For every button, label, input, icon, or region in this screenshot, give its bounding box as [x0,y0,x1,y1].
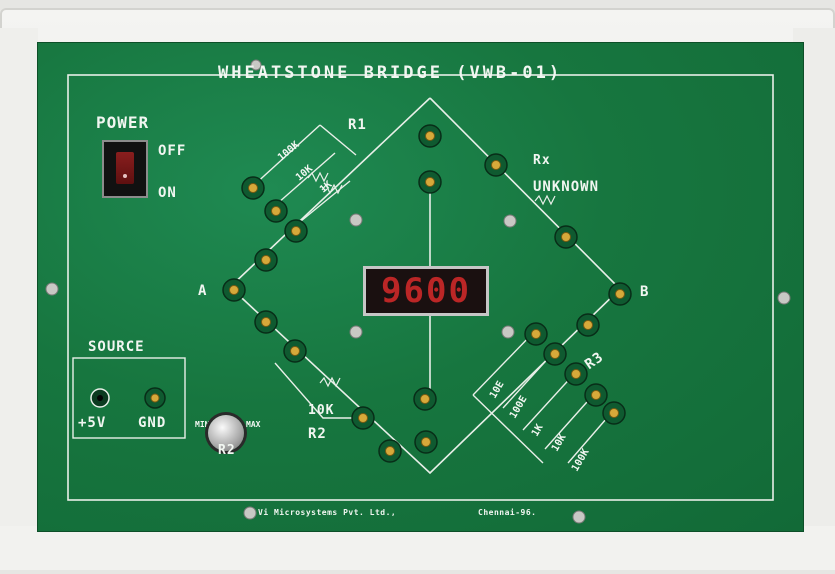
power-off-label: OFF [158,143,187,159]
power-switch[interactable] [102,140,148,198]
power-on-label: ON [158,185,177,201]
board-traces [45,59,791,524]
plus-5v-label: +5V [78,415,107,431]
rx-unknown-label: UNKNOWN [533,179,600,195]
source-label: SOURCE [88,339,145,355]
r2-potentiometer-knob[interactable] [208,415,244,451]
power-label: POWER [96,113,150,132]
rx-label: Rx [533,153,551,168]
gnd-label: GND [138,415,167,431]
frame-bottom-edge [0,526,835,570]
manufacturer-label: Vi Microsystems Pvt. Ltd., [258,508,397,517]
r2-label: R2 [308,426,327,442]
r2-value-label: 10K [308,403,335,418]
display-reading: 9600 [381,271,471,311]
r1-label: R1 [348,117,367,133]
knob-min-label: MIN [195,420,210,429]
node-a-label: A [198,283,208,299]
location-label: Chennai-96. [478,508,537,517]
frame-left-edge [0,28,38,548]
circuit-board: WHEATSTONE BRIDGE (VWB-01) POWER OFF ON … [38,43,803,531]
node-b-label: B [640,284,650,300]
power-rocker[interactable] [116,152,134,184]
r2-knob-label: R2 [218,443,236,458]
digital-display: 9600 [363,266,489,316]
knob-max-label: MAX [246,420,261,429]
board-title: WHEATSTONE BRIDGE (VWB-01) [218,63,563,83]
power-indicator-icon [123,174,127,178]
